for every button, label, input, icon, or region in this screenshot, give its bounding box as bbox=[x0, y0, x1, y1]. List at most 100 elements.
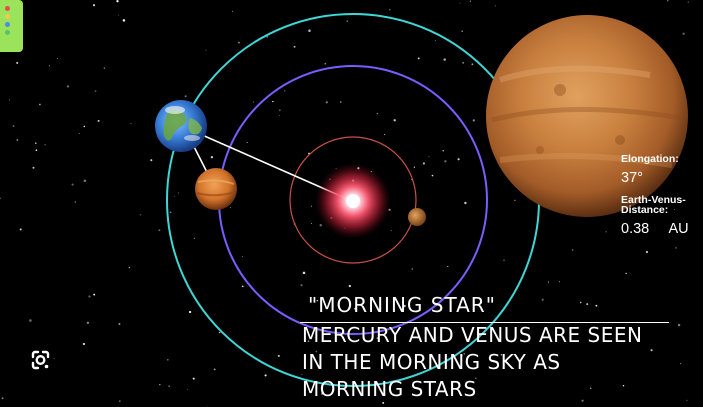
star bbox=[325, 101, 328, 104]
google-lens-button[interactable] bbox=[27, 347, 54, 374]
star bbox=[316, 300, 318, 302]
star bbox=[370, 383, 372, 385]
star bbox=[166, 358, 169, 361]
star bbox=[443, 58, 446, 61]
star bbox=[463, 353, 465, 355]
star bbox=[39, 103, 41, 106]
star bbox=[44, 144, 46, 146]
star bbox=[168, 385, 170, 387]
star bbox=[571, 249, 574, 251]
star bbox=[376, 112, 379, 115]
star bbox=[35, 142, 37, 144]
star bbox=[403, 304, 406, 308]
star bbox=[307, 340, 310, 343]
star bbox=[97, 119, 100, 122]
star bbox=[169, 211, 172, 214]
star bbox=[301, 374, 303, 376]
star bbox=[230, 207, 231, 209]
control-dot[interactable] bbox=[5, 30, 10, 35]
star bbox=[277, 354, 280, 357]
star bbox=[213, 368, 216, 371]
star bbox=[687, 1, 689, 3]
star bbox=[94, 90, 97, 92]
star bbox=[188, 310, 192, 314]
star bbox=[319, 223, 322, 227]
star bbox=[315, 350, 318, 353]
star bbox=[308, 29, 311, 32]
star bbox=[19, 228, 22, 231]
star bbox=[579, 301, 582, 304]
elongation-value: 37° bbox=[621, 170, 643, 186]
star bbox=[311, 205, 313, 207]
star bbox=[118, 323, 121, 325]
star bbox=[56, 57, 58, 60]
control-dot[interactable] bbox=[5, 6, 10, 11]
star bbox=[472, 119, 475, 122]
sun-core bbox=[346, 194, 360, 208]
star bbox=[589, 387, 592, 389]
star bbox=[218, 331, 221, 334]
star bbox=[177, 192, 179, 194]
star bbox=[128, 266, 130, 269]
star bbox=[122, 19, 126, 22]
star bbox=[53, 358, 55, 360]
earth bbox=[155, 100, 207, 152]
star bbox=[130, 123, 132, 125]
star bbox=[118, 14, 120, 16]
star bbox=[340, 101, 342, 103]
star bbox=[390, 230, 392, 232]
star bbox=[650, 349, 653, 352]
star bbox=[103, 67, 106, 69]
star bbox=[252, 101, 254, 103]
star bbox=[205, 49, 207, 51]
star bbox=[628, 230, 630, 232]
star bbox=[158, 229, 161, 232]
star bbox=[514, 199, 516, 201]
distance-label-line2: Distance: bbox=[621, 204, 669, 216]
star bbox=[1, 397, 4, 400]
star bbox=[586, 303, 589, 306]
mercury bbox=[408, 208, 426, 226]
star bbox=[605, 231, 607, 233]
star bbox=[503, 259, 505, 261]
distance-label-line1: Earth-Venus- bbox=[621, 194, 686, 206]
star bbox=[35, 149, 38, 152]
star bbox=[457, 158, 460, 161]
star bbox=[242, 256, 244, 258]
star bbox=[241, 285, 244, 288]
star bbox=[71, 183, 74, 186]
readout-panel: Elongation: bbox=[621, 153, 679, 165]
star bbox=[321, 392, 324, 395]
star bbox=[173, 196, 175, 198]
star bbox=[677, 323, 681, 327]
elongation-label: Elongation: bbox=[621, 153, 679, 165]
star bbox=[278, 109, 281, 112]
star bbox=[475, 377, 477, 379]
star bbox=[541, 298, 544, 301]
star bbox=[187, 388, 188, 390]
star bbox=[210, 155, 214, 159]
star bbox=[74, 201, 77, 203]
star bbox=[184, 95, 187, 98]
control-dot[interactable] bbox=[5, 22, 10, 27]
star bbox=[86, 321, 90, 325]
star bbox=[675, 247, 677, 249]
star bbox=[686, 399, 688, 402]
star bbox=[264, 374, 267, 377]
control-panel[interactable] bbox=[0, 0, 23, 52]
star bbox=[500, 354, 503, 356]
star bbox=[311, 223, 312, 225]
star bbox=[679, 362, 682, 365]
control-dot[interactable] bbox=[5, 14, 10, 19]
star bbox=[93, 293, 96, 296]
star bbox=[283, 90, 286, 92]
star bbox=[461, 355, 463, 357]
star bbox=[354, 307, 357, 310]
caption-divider bbox=[300, 322, 669, 323]
venus bbox=[195, 168, 237, 210]
star bbox=[8, 99, 11, 101]
star bbox=[12, 125, 15, 128]
star bbox=[66, 85, 70, 88]
star bbox=[674, 208, 675, 210]
caption-title: "MORNING STAR" bbox=[308, 293, 496, 317]
